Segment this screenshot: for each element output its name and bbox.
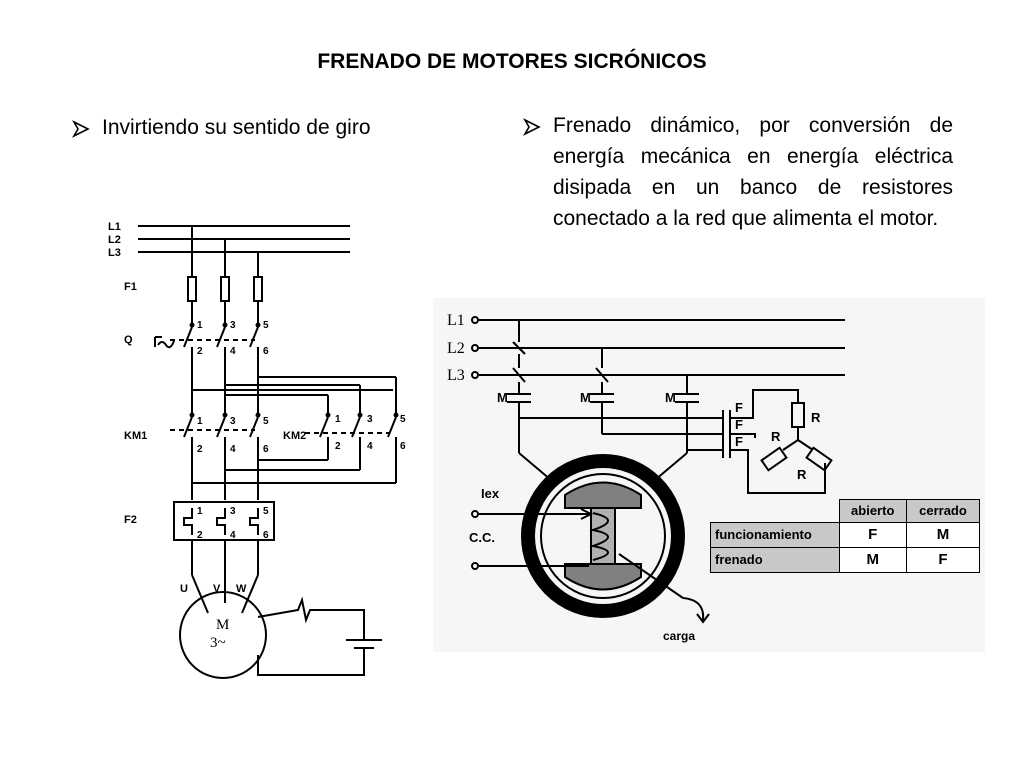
contactor-km1-label: KM1	[124, 430, 147, 442]
table-header: abierto	[838, 499, 907, 523]
bullet-dynamic-braking: Frenado dinámico, por conversión de ener…	[522, 110, 953, 234]
terminal-number: 2	[197, 346, 203, 357]
dc-source-label: C.C.	[469, 530, 495, 545]
contact-m-label: M	[580, 390, 591, 405]
line-label: L3	[108, 247, 121, 259]
terminal-number: 1	[335, 414, 341, 425]
terminal-number: 6	[263, 346, 269, 357]
terminal-number: 3	[230, 320, 236, 331]
motor-label: M	[216, 617, 229, 633]
terminal-number: 3	[230, 506, 236, 517]
terminal-number: 5	[263, 416, 269, 427]
contact-f-label: F	[735, 400, 743, 415]
switch-label: Q	[124, 334, 133, 346]
page-title: FRENADO DE MOTORES SICRÓNICOS	[317, 50, 707, 73]
terminal-number: 4	[230, 444, 236, 455]
terminal-number: 1	[197, 506, 203, 517]
contact-f-label: F	[735, 434, 743, 449]
phase-label: V	[213, 583, 221, 595]
line-label: L3	[447, 367, 465, 384]
terminal-number: 1	[197, 416, 203, 427]
relay-label: F2	[124, 514, 137, 526]
resistor-label: R	[811, 410, 821, 425]
dynamic-braking-diagram: L1 L2 L3 M M M F F F R R R Iex C.C. carg…	[433, 298, 985, 652]
table-header: cerrado	[905, 499, 981, 523]
terminal-number: 5	[400, 414, 406, 425]
contact-f-label: F	[735, 417, 743, 432]
line-label: L2	[447, 340, 465, 357]
arrow-bullet-icon	[522, 114, 541, 145]
table-row-label: frenado	[710, 546, 840, 574]
contact-m-label: M	[665, 390, 676, 405]
terminal-number: 5	[263, 506, 269, 517]
terminal-number: 5	[263, 320, 269, 331]
contact-state-table: abierto cerrado funcionamiento F M frena…	[710, 499, 981, 574]
contact-m-label: M	[497, 390, 508, 405]
terminal-number: 3	[367, 414, 373, 425]
resistor-label: R	[797, 467, 807, 482]
table-cell: F	[838, 521, 907, 548]
table-cell: M	[838, 546, 907, 574]
table-row: funcionamiento F M	[710, 521, 981, 548]
terminal-number: 4	[230, 530, 236, 541]
resistor-label: R	[771, 429, 781, 444]
arrow-bullet-icon	[71, 116, 90, 147]
terminal-number: 4	[230, 346, 236, 357]
line-label: L2	[108, 234, 121, 246]
load-label: carga	[663, 629, 695, 643]
terminal-number: 3	[230, 416, 236, 427]
line-label: L1	[447, 312, 465, 329]
excitation-current-label: Iex	[481, 486, 500, 501]
terminal-number: 2	[335, 441, 341, 452]
terminal-number: 2	[197, 444, 203, 455]
bullet-text: Frenado dinámico, por conversión de ener…	[553, 114, 953, 230]
fuse-label: F1	[124, 281, 137, 293]
terminal-number: 2	[197, 530, 203, 541]
table-row-label: funcionamiento	[710, 521, 840, 548]
terminal-number: 6	[263, 444, 269, 455]
terminal-number: 1	[197, 320, 203, 331]
bullet-text: Invirtiendo su sentido de giro	[102, 116, 371, 139]
terminal-number: 6	[263, 530, 269, 541]
table-cell: F	[905, 546, 981, 574]
reversing-circuit-diagram: L1 L2 L3 F1 Q KM1 KM2 F2 1 3 5 2 4 6 1 3…	[108, 221, 406, 679]
table-cell: M	[905, 521, 981, 548]
bullet-reverse-rotation: Invirtiendo su sentido de giro	[71, 112, 452, 143]
contactor-km2-label: KM2	[283, 430, 306, 442]
phase-label: W	[236, 583, 247, 595]
terminal-number: 6	[400, 441, 406, 452]
motor-phases-label: 3~	[210, 635, 226, 651]
phase-label: U	[180, 583, 188, 595]
terminal-number: 4	[367, 441, 373, 452]
table-row: frenado M F	[710, 546, 981, 574]
line-label: L1	[108, 221, 121, 233]
